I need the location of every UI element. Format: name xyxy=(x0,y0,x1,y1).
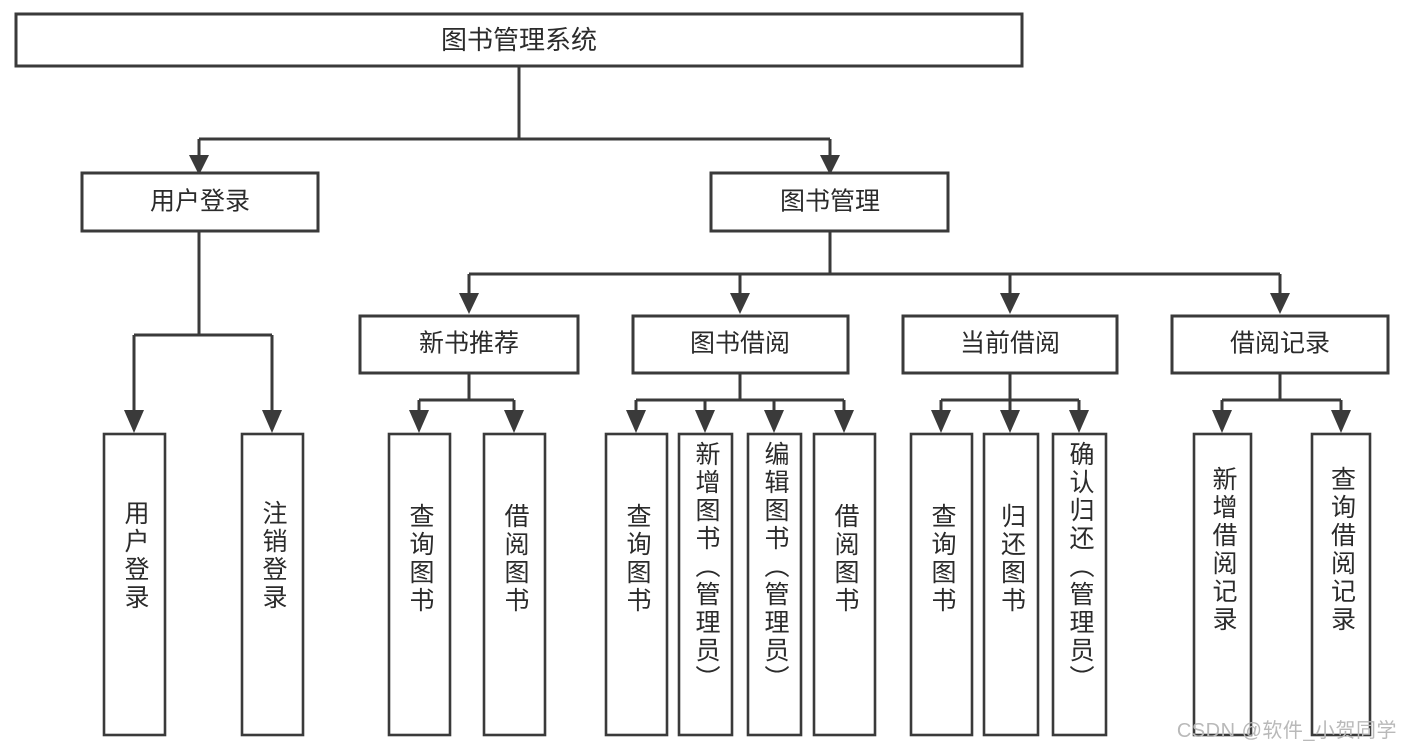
node-book-borrow-label: 图书借阅 xyxy=(690,330,790,358)
node-new-book-recommend-label: 新书推荐 xyxy=(419,330,519,358)
arrow-icon-user-login xyxy=(189,155,209,175)
node-current-borrow-box[interactable] xyxy=(901,314,1119,375)
arrow-icon-book-manage xyxy=(820,155,840,175)
node-leaf-borrow-book-2-box[interactable] xyxy=(812,432,877,737)
node-leaf-query-book-2-box[interactable] xyxy=(604,432,669,737)
arrow-icon-leaf-confirm-return xyxy=(1069,410,1089,433)
node-leaf-query-record-box[interactable] xyxy=(1310,432,1372,737)
node-book-borrow[interactable]: 图书借阅 xyxy=(631,314,850,375)
node-user-login-box[interactable] xyxy=(80,171,320,233)
arrow-icon-leaf-query-book-2 xyxy=(626,410,646,433)
node-book-borrow-box[interactable] xyxy=(631,314,850,375)
arrow-icon-leaf-add-record xyxy=(1212,410,1232,433)
arrow-icon-new-book-recommend xyxy=(459,293,479,314)
node-leaf-return-book-box[interactable] xyxy=(982,432,1040,737)
node-borrow-record[interactable]: 借阅记录 xyxy=(1170,314,1390,375)
node-book-manage-label: 图书管理 xyxy=(780,188,880,216)
arrow-icon-leaf-logout-login xyxy=(262,410,282,433)
arrow-icon-leaf-query-book-3 xyxy=(931,410,951,433)
node-book-manage[interactable]: 图书管理 xyxy=(709,171,950,233)
node-leaf-confirm-return-box[interactable] xyxy=(1051,432,1108,737)
node-leaf-query-book-1-box[interactable] xyxy=(387,432,452,737)
arrow-icon-book-borrow xyxy=(730,293,750,314)
node-user-login[interactable]: 用户登录 xyxy=(80,171,320,233)
node-borrow-record-label: 借阅记录 xyxy=(1230,330,1330,358)
leaf-boxes xyxy=(102,432,1372,737)
node-leaf-add-record-box[interactable] xyxy=(1192,432,1253,737)
csdn-watermark: CSDN @软件_小贺同学 xyxy=(1176,720,1397,742)
node-new-book-recommend[interactable]: 新书推荐 xyxy=(358,314,580,375)
node-leaf-query-book-3-box[interactable] xyxy=(909,432,974,737)
node-root[interactable]: 图书管理系统 xyxy=(14,12,1024,68)
node-new-book-recommend-box[interactable] xyxy=(358,314,580,375)
arrow-icon-leaf-user-login xyxy=(124,410,144,433)
arrow-icon-leaf-query-record xyxy=(1331,410,1351,433)
arrow-icon-leaf-borrow-book-2 xyxy=(834,410,854,433)
arrow-icon-leaf-query-book-1 xyxy=(409,410,429,433)
arrow-icon-current-borrow xyxy=(1000,293,1020,314)
arrow-icon-leaf-add-book xyxy=(695,410,715,433)
node-book-manage-box[interactable] xyxy=(709,171,950,233)
connector-lines xyxy=(132,66,1343,410)
node-root-box[interactable] xyxy=(14,12,1024,68)
arrow-icon-leaf-borrow-book-1 xyxy=(504,410,524,433)
node-leaf-borrow-book-1-box[interactable] xyxy=(482,432,547,737)
node-leaf-logout-login-box[interactable] xyxy=(240,432,305,737)
node-current-borrow[interactable]: 当前借阅 xyxy=(901,314,1119,375)
node-root-label: 图书管理系统 xyxy=(441,25,597,55)
arrow-icon-leaf-return-book xyxy=(1000,410,1020,433)
node-leaf-edit-book-box[interactable] xyxy=(746,432,803,737)
arrow-heads xyxy=(124,155,1351,433)
node-user-login-label: 用户登录 xyxy=(150,188,250,216)
node-leaf-user-login-box[interactable] xyxy=(102,432,167,737)
arrow-icon-leaf-edit-book xyxy=(764,410,784,433)
node-borrow-record-box[interactable] xyxy=(1170,314,1390,375)
arrow-icon-borrow-record xyxy=(1270,293,1290,314)
node-leaf-add-book-box[interactable] xyxy=(677,432,734,737)
node-current-borrow-label: 当前借阅 xyxy=(960,330,1060,358)
